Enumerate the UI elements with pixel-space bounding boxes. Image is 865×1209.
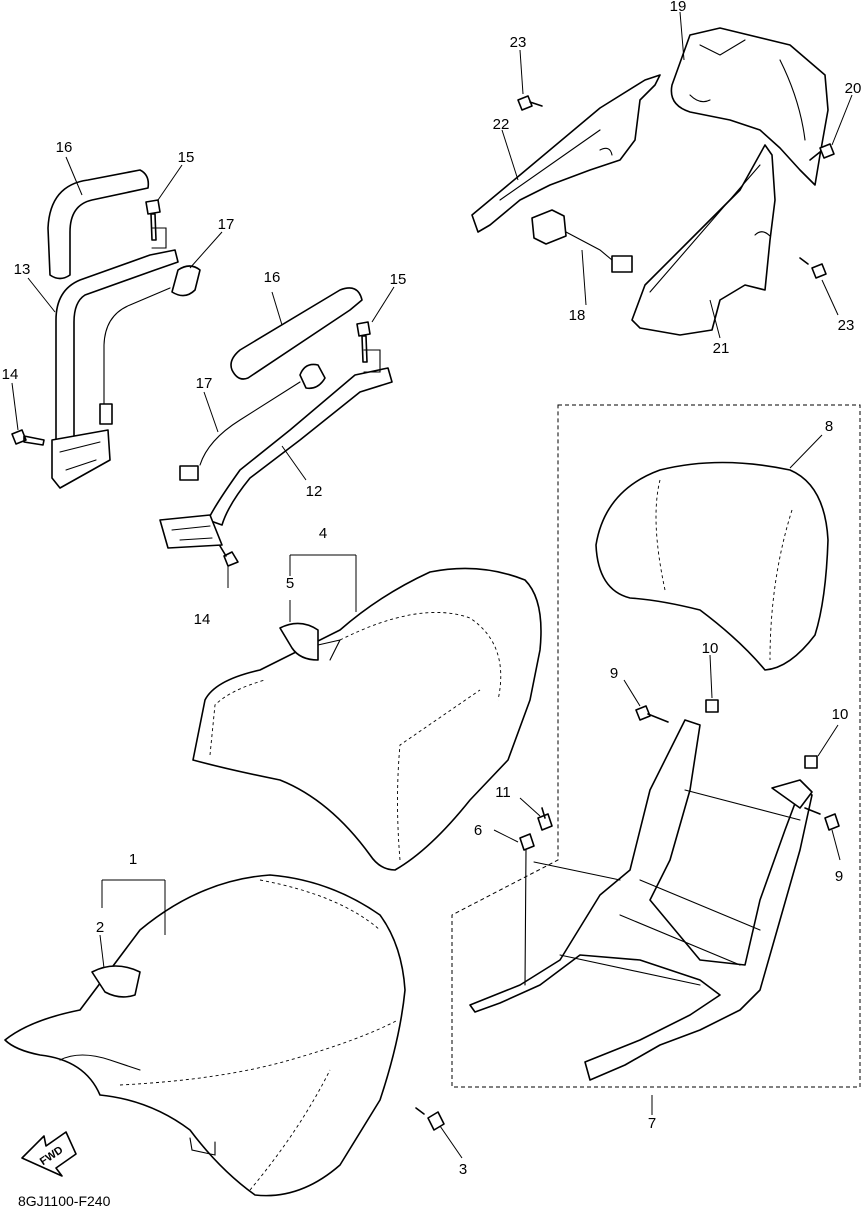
- callout-14-left: 14: [2, 366, 19, 383]
- callout-4: 4: [319, 525, 327, 542]
- left-grab-rail-assembly: [11, 169, 201, 489]
- front-seat-1: [4, 874, 406, 1197]
- callout-6: 6: [474, 822, 482, 839]
- callout-17-right: 17: [196, 375, 213, 392]
- callout-11: 11: [495, 784, 511, 801]
- callout-1: 1: [129, 851, 137, 868]
- callout-10-lower: 10: [832, 706, 849, 723]
- connector-17-right: [179, 465, 199, 481]
- callout-22: 22: [493, 116, 510, 133]
- front-seat-assembly: [4, 874, 445, 1197]
- connector-18: [611, 255, 633, 273]
- grab-rail-12: [207, 367, 393, 526]
- backrest-bracket-frame: [469, 719, 813, 1081]
- callout-5: 5: [286, 575, 294, 592]
- callout-3: 3: [459, 1161, 467, 1178]
- callout-17-left: 17: [218, 216, 235, 233]
- grip-cover-16-left: [47, 169, 150, 280]
- rear-cowl-assembly: [471, 27, 835, 336]
- callout-16-left: 16: [56, 139, 73, 156]
- fwd-arrow-icon: [21, 1131, 77, 1177]
- callout-23-upper: 23: [510, 34, 527, 51]
- rear-seat-4: [192, 567, 542, 871]
- side-cover-21: [631, 144, 776, 336]
- seat-emblem-5: [279, 622, 319, 661]
- callout-19: 19: [670, 0, 687, 15]
- seat-emblem-2: [91, 965, 141, 998]
- bolt-15-right: [356, 321, 371, 363]
- backrest-assembly-7: [451, 404, 861, 1088]
- grip-cover-16-right: [230, 287, 363, 380]
- assembly-7-boundary: [451, 404, 861, 1088]
- callout-23-lower: 23: [838, 317, 855, 334]
- callout-8: 8: [825, 418, 833, 435]
- callout-10-upper: 10: [702, 640, 719, 657]
- bracket-plate: [771, 779, 813, 809]
- bolt-11: [537, 807, 553, 831]
- diagram-code: 8GJ1100-F240: [18, 1193, 111, 1209]
- callout-13: 13: [14, 261, 31, 278]
- rear-seat-assembly: [192, 567, 542, 871]
- callout-21: 21: [713, 340, 730, 357]
- bolt-9-upper: [635, 705, 669, 723]
- grab-rail-bracket-12: [159, 514, 223, 549]
- bolt-14-right: [219, 545, 239, 567]
- bolt-14-left: [11, 429, 45, 446]
- wire-harness-17-left: [171, 265, 201, 297]
- callout-9-lower: 9: [835, 868, 843, 885]
- callout-18: 18: [569, 307, 586, 324]
- wire-harness-17-right: [299, 363, 326, 390]
- bolt-20: [809, 143, 835, 161]
- callout-12: 12: [306, 483, 323, 500]
- callout-labels: 16 15 13 17 14 16 15 17 12 14 4 5 1 2 3 …: [2, 0, 862, 1178]
- callout-16-right: 16: [264, 269, 281, 286]
- relay-18: [531, 209, 567, 245]
- bolt-3: [415, 1107, 445, 1131]
- washer-10-upper: [705, 699, 719, 713]
- fwd-arrow: FWD: [21, 1131, 77, 1177]
- washer-10-lower: [804, 755, 818, 769]
- bolt-23-upper: [517, 95, 543, 111]
- callout-15-right: 15: [390, 271, 407, 288]
- connector-17-left: [99, 403, 113, 425]
- callout-14-right: 14: [194, 611, 211, 628]
- grab-rail-13: [55, 249, 179, 441]
- rear-cowl-19: [670, 27, 829, 186]
- leader-lines: [11, 11, 853, 1159]
- callout-15-left: 15: [178, 149, 195, 166]
- callout-9-upper: 9: [610, 665, 618, 682]
- callout-2: 2: [96, 919, 104, 936]
- bolt-23-lower: [799, 257, 827, 279]
- bolt-9-lower: [804, 807, 840, 831]
- nut-6: [519, 833, 535, 851]
- backrest-pad-8: [595, 461, 829, 671]
- grab-rail-bracket-13: [51, 429, 111, 489]
- callout-7: 7: [648, 1115, 656, 1132]
- bolt-15-left: [145, 199, 161, 241]
- callout-20: 20: [845, 80, 862, 97]
- right-grab-rail-assembly: [159, 287, 393, 567]
